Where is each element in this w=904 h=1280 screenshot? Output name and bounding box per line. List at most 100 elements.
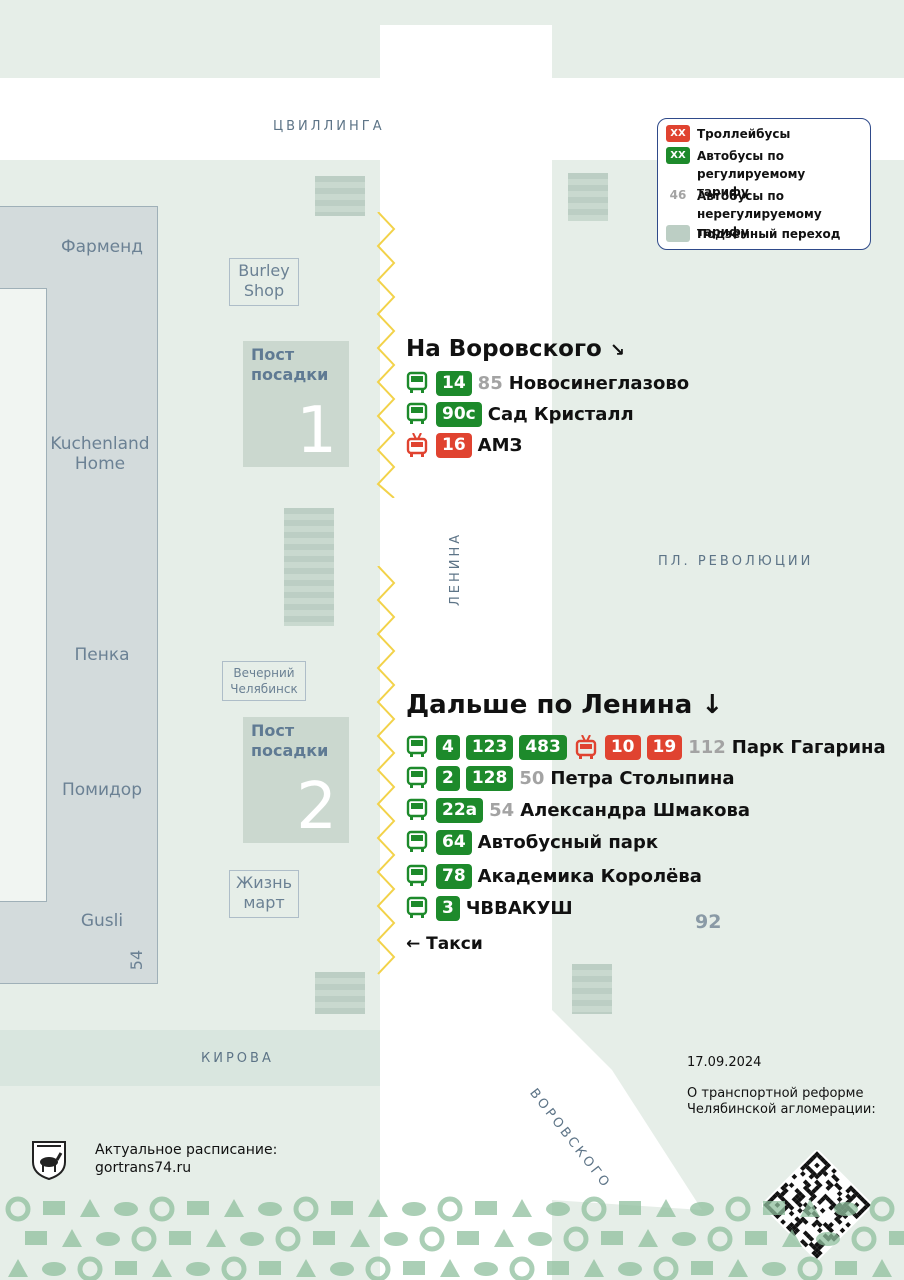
legend-underpass-text: Подземный переход (697, 227, 841, 241)
route-badge: 64 (436, 829, 472, 855)
decorative-pattern (5, 1196, 904, 1280)
road-lenina (380, 25, 552, 1280)
route-badge: 16 (436, 432, 472, 458)
route-badge: 483 (519, 734, 567, 760)
route-destination: Петра Столыпина (550, 767, 735, 789)
route-destination: Сад Кристалл (487, 403, 634, 425)
bus-icon (406, 864, 428, 888)
route-destination: Автобусный парк (477, 831, 659, 853)
route-badge: 90с (436, 401, 482, 427)
legend-bus-reg-swatch: XX (666, 147, 690, 164)
route-unregulated-number: 50 (519, 767, 545, 789)
building-number: 54 (127, 949, 146, 971)
route-badge: 128 (465, 765, 514, 791)
bus-icon (406, 766, 428, 790)
platform-1: Пост посадки 1 (243, 341, 349, 467)
footer-date: 17.09.2024 (687, 1055, 762, 1070)
trolleybus-icon (406, 432, 428, 457)
platform-1-number: 1 (296, 394, 337, 468)
shop-burley: Burley Shop (229, 258, 299, 306)
route-badge: 19 (646, 734, 683, 760)
platform-2-title: Пост посадки (251, 721, 329, 760)
route-unregulated-number: 85 (477, 372, 503, 394)
building-92: 92 (695, 911, 722, 933)
building-courtyard (0, 288, 47, 902)
route-badge: 2 (436, 765, 460, 791)
legend-trolley: XX Троллейбусы (666, 125, 790, 143)
route-unregulated-number: 112 (688, 736, 726, 758)
stop-zigzag-2 (376, 566, 396, 975)
bus-icon (406, 896, 428, 920)
route-destination: АМЗ (477, 434, 523, 456)
bus-icon (406, 402, 428, 426)
underpass-sw (315, 972, 365, 1014)
shop-vecherny-label: Вечерний Челябинск (230, 666, 298, 696)
road-kirova (0, 1030, 380, 1086)
route-badge: 4 (436, 734, 460, 760)
legend-bus-reg-text: Автобусы по регулируемому тарифу (697, 149, 806, 199)
trolleybus-icon (575, 734, 597, 759)
taxi-label: ← Такси (406, 934, 483, 954)
footer-schedule: Актуальное расписание: (95, 1142, 278, 1158)
route-badge: 78 (436, 863, 472, 889)
route-destination: Новосинеглазово (508, 372, 690, 394)
shop-burley-label: Burley Shop (238, 261, 290, 300)
street-kirova: КИРОВА (201, 1051, 274, 1066)
shop-pomidor: Помидор (61, 780, 142, 800)
footer-reform: О транспортной реформе Челябинской аглом… (687, 1086, 876, 1117)
road-vorovskogo (552, 1010, 712, 1210)
route-destination: Парк Гагарина (731, 736, 886, 758)
street-lenina: ЛЕНИНА (448, 531, 463, 606)
shop-gusli: Gusli (80, 911, 124, 931)
heading-lenina: Дальше по Ленина ↓ (406, 690, 723, 720)
legend-bus-unreg-number: 46 (669, 188, 687, 202)
stop-zigzag-1 (376, 212, 396, 498)
route-destination: ЧВВАКУШ (465, 897, 573, 919)
heading-vorovskogo: На Воровского ↘ (406, 336, 625, 362)
shop-penka: Пенка (74, 645, 130, 665)
route-destination: Александра Шмакова (520, 799, 751, 821)
bus-icon (406, 830, 428, 854)
shop-zhizn-label: Жизнь март (235, 873, 293, 912)
route-badge: 22а (436, 797, 484, 823)
route-badge: 10 (604, 734, 641, 760)
legend-underpass: Подземный переход (666, 225, 840, 243)
platform-2: Пост посадки 2 (243, 717, 349, 843)
route-badge: 3 (436, 895, 460, 921)
vorovskogo-road-shape (552, 1010, 702, 1210)
route-badge: 14 (436, 370, 472, 396)
heading-lenina-text: Дальше по Ленина (406, 690, 693, 720)
footer-site[interactable]: gortrans74.ru (95, 1160, 192, 1176)
shop-zhizn: Жизнь март (229, 870, 299, 918)
route-unregulated-number: 54 (489, 799, 515, 821)
street-ploshchad: ПЛ. РЕВОЛЮЦИИ (658, 554, 814, 569)
legend-bus-unreg: 46 Автобусы по нерегулируемому тарифу (666, 187, 872, 241)
heading-vorovskogo-text: На Воровского (406, 336, 602, 362)
route-destination: Академика Королёва (477, 865, 702, 887)
legend-trolley-text: Троллейбусы (697, 127, 791, 141)
underpass-ne (568, 173, 608, 221)
legend-bus-reg: XX Автобусы по регулируемому тарифу (666, 147, 857, 201)
underpass-mid (284, 508, 334, 626)
underpass-se (572, 964, 612, 1014)
legend-bus-unreg-text: Автобусы по нерегулируемому тарифу (697, 189, 822, 239)
arrow-down-icon: ↓ (701, 690, 724, 720)
shop-kuchenland: Kuchenland Home (50, 434, 150, 474)
bus-icon (406, 371, 428, 395)
route-badge: 123 (465, 734, 514, 760)
bus-icon (406, 735, 428, 759)
platform-2-number: 2 (296, 770, 337, 844)
legend-underpass-swatch (666, 225, 690, 242)
platform-1-title: Пост посадки (251, 345, 329, 384)
qr-code[interactable] (760, 1148, 874, 1262)
shop-vecherny: Вечерний Челябинск (222, 661, 306, 701)
city-emblem-icon (31, 1138, 67, 1184)
shop-pharmland: Фарменд (61, 237, 143, 257)
